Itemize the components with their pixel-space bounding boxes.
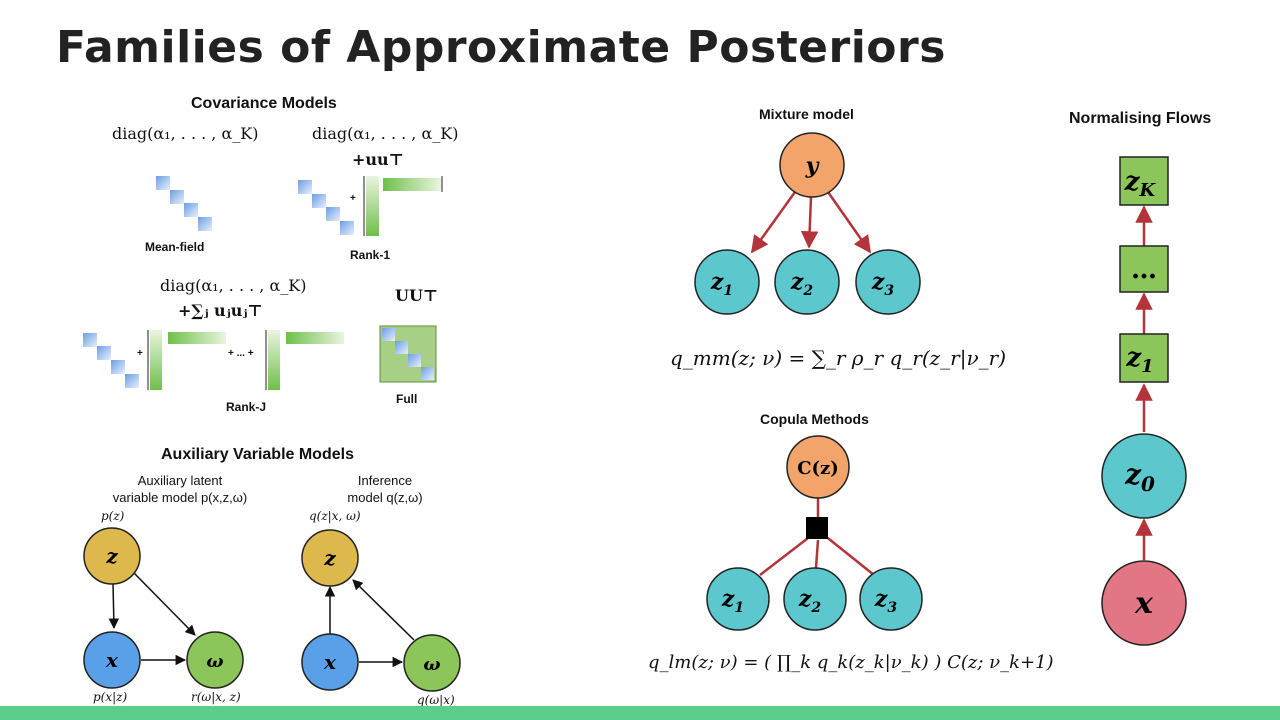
aux-right-x-node [301, 633, 359, 691]
rank1-label: Rank-1 [350, 248, 391, 262]
mixture-z3-text: z [871, 269, 885, 295]
rank1-plus: + [350, 193, 356, 204]
copula-factor-node [806, 517, 828, 539]
copula-heading: Copula Methods [760, 411, 869, 427]
svg-text:z1: z1 [710, 269, 733, 299]
UU-label: UU⊤ [395, 286, 439, 305]
aux-right-caption-2: model q(z,ω) [347, 490, 423, 505]
mixture-graph: y z1 z2 z3 [694, 132, 921, 315]
r-w-label: r(ω|x, z) [191, 690, 241, 704]
aux-left-x-node [83, 631, 141, 689]
p-x-z-label: p(x|z) [93, 690, 128, 704]
rankJ-plus-dots: + ... + [228, 348, 254, 359]
mixture-formula: q_mm(z; ν) = ∑_r ρ_r q_r(z_r|ν_r) [670, 346, 1006, 370]
copula-z2-node [783, 567, 847, 631]
aux-right-w-text: ω [423, 654, 440, 675]
mixture-y-text: y [805, 153, 821, 179]
copula-z1-node [706, 567, 770, 631]
rankJ-label: Rank-J [226, 400, 267, 414]
svg-text:z3: z3 [874, 586, 898, 616]
sum-uu-label: +∑ⱼ uⱼuⱼ⊤ [178, 301, 263, 320]
copula-z3-sub: 3 [887, 600, 897, 616]
flows-z0-text: z [1124, 458, 1142, 491]
aux-left-w-node [186, 631, 244, 689]
flows-z0-node [1101, 433, 1187, 519]
diag-mean-field: diag(α₁, . . . , α_K) [112, 124, 259, 143]
mixture-z3-node [855, 249, 921, 315]
flows-zK-text: z [1124, 167, 1141, 197]
q-w-label: q(ω|x) [417, 693, 455, 707]
p-z-label: p(z) [101, 509, 125, 523]
svg-text:z1: z1 [721, 586, 744, 616]
aux-right-z-node [301, 529, 359, 587]
copula-z3-node [859, 567, 923, 631]
aux-left-w-text: ω [206, 651, 223, 672]
plus-uu-label: +uu⊤ [352, 150, 405, 169]
mixture-z1-sub: 1 [723, 283, 733, 299]
svg-text:z3: z3 [871, 269, 895, 299]
slide-title: Families of Approximate Posteriors [56, 22, 946, 73]
mixture-z1-node [694, 249, 760, 315]
aux-right-graph: z x ω [301, 529, 461, 692]
copula-formula: q_lm(z; ν) = ( ∏_k q_k(z_k|ν_k) ) C(z; ν… [648, 652, 1054, 673]
mixture-y-node [779, 132, 845, 198]
flows-dots-node [1119, 245, 1169, 293]
mean-field-label: Mean-field [145, 240, 205, 254]
rankJ-matrix [83, 330, 344, 390]
flows-zK-sub: K [1139, 180, 1157, 201]
mixture-z1-text: z [710, 269, 724, 295]
mixture-z2-text: z [790, 269, 804, 295]
mixture-heading: Mixture model [759, 106, 854, 122]
svg-text:zK: zK [1124, 167, 1157, 201]
diag-rank1: diag(α₁, . . . , α_K) [312, 124, 459, 143]
aux-left-z-node [83, 527, 141, 585]
svg-text:z2: z2 [798, 586, 822, 616]
copula-graph: C(z) z1 z2 z3 [706, 435, 923, 631]
mean-field-matrix [156, 176, 212, 231]
flows-x-node [1101, 560, 1187, 646]
full-label: Full [396, 392, 418, 406]
covariance-heading: Covariance Models [191, 95, 337, 112]
diag-rankJ: diag(α₁, . . . , α_K) [160, 276, 307, 295]
flows-z1-node [1119, 333, 1169, 383]
flows-z0-sub: 0 [1141, 472, 1155, 496]
aux-right-z-text: z [323, 546, 336, 570]
svg-text:z0: z0 [1124, 458, 1155, 496]
copula-z2-text: z [798, 586, 812, 612]
flows-heading: Normalising Flows [1069, 110, 1212, 127]
copula-c-text: C(z) [797, 458, 839, 479]
aux-left-caption-1: Auxiliary latent [137, 473, 223, 488]
flows-graph: zK … z1 z0 x [1101, 156, 1187, 646]
q-z-label: q(z|x, ω) [309, 509, 361, 523]
flows-z1-text: z [1125, 343, 1142, 373]
mixture-z2-node [774, 249, 840, 315]
rankJ-plus: + [137, 348, 143, 359]
svg-text:z2: z2 [790, 269, 814, 299]
flows-z1-sub: 1 [1141, 356, 1154, 377]
copula-z1-text: z [721, 586, 735, 612]
mixture-z3-sub: 3 [884, 283, 894, 299]
flows-zK-node [1119, 156, 1169, 206]
auxiliary-heading: Auxiliary Variable Models [161, 446, 354, 463]
aux-left-x-text: x [105, 648, 119, 672]
aux-left-graph: z x ω [83, 527, 244, 689]
copula-z1-sub: 1 [734, 600, 744, 616]
aux-right-w-node [403, 634, 461, 692]
svg-text:z1: z1 [1125, 343, 1153, 377]
footer-bar [0, 706, 1280, 720]
aux-left-caption-2: variable model p(x,z,ω) [112, 490, 248, 505]
full-matrix [379, 325, 437, 383]
copula-c-node [786, 435, 850, 499]
copula-z3-text: z [874, 586, 888, 612]
aux-left-z-text: z [105, 544, 118, 568]
aux-right-x-text: x [323, 650, 337, 674]
flows-dots-text: … [1131, 255, 1157, 285]
rank1-matrix [298, 176, 443, 236]
aux-right-caption-1: Inference [357, 473, 413, 488]
mixture-z2-sub: 2 [802, 283, 813, 299]
flows-x-text: x [1134, 586, 1154, 621]
copula-z2-sub: 2 [810, 600, 821, 616]
